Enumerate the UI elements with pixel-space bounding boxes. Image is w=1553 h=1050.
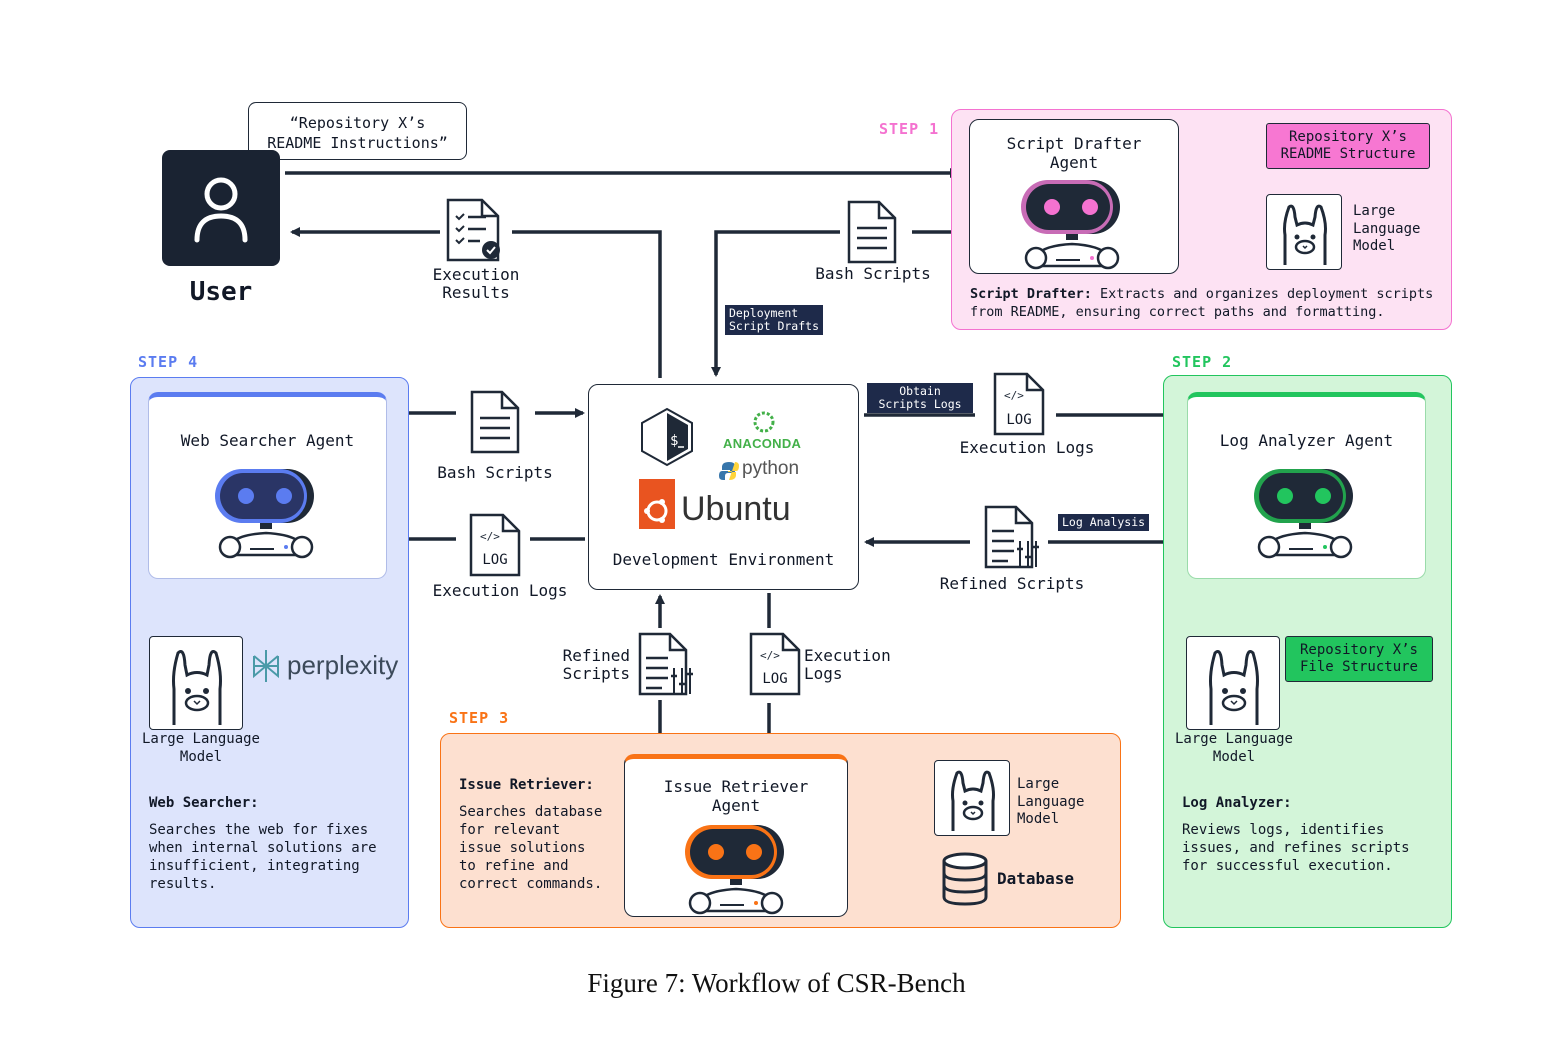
- refined-scripts-label-right: Refined Scripts: [939, 574, 1085, 593]
- llm-label-step1: Large Language Model: [1353, 203, 1421, 254]
- user-avatar[interactable]: [162, 150, 280, 266]
- arrow-drafter-to-env: [711, 230, 840, 377]
- python-label: python: [742, 458, 800, 479]
- log-analyzer-card[interactable]: Log Analyzer Agent: [1187, 392, 1426, 579]
- issue-retriever-card[interactable]: Issue Retriever Agent: [624, 754, 848, 917]
- step4-desc-head: Web Searcher:: [149, 795, 259, 811]
- log-text-bottom: LOG: [762, 671, 788, 687]
- script-drafter-card[interactable]: Script Drafter Agent: [969, 119, 1179, 274]
- deployment-drafts-tag: Deployment Script Drafts: [725, 305, 824, 335]
- database-label: Database: [997, 869, 1075, 888]
- log-text-left: LOG: [482, 552, 508, 568]
- step1-desc-body: Extracts and organizes deployment script…: [970, 286, 1434, 320]
- svg-text:</>: </>: [480, 530, 500, 543]
- obtain-logs-tag: Obtain Scripts Logs: [867, 383, 973, 413]
- step2-desc-head: Log Analyzer:: [1182, 795, 1292, 811]
- refined-doc-icon-bottom: [638, 632, 693, 696]
- perplexity-label: perplexity: [287, 650, 399, 680]
- execution-logs-label-right: Execution Logs: [959, 438, 1095, 457]
- robot-icon-blue: [215, 469, 314, 559]
- user-label: User: [189, 277, 253, 307]
- llama-icon: [1209, 650, 1259, 725]
- bash-doc-icon-left: [470, 390, 520, 454]
- bash-scripts-label-top: Bash Scripts: [815, 264, 931, 283]
- log-analysis-tag: Log Analysis: [1058, 514, 1150, 531]
- user-icon: [194, 177, 248, 243]
- speech-text: “Repository X’s README Instructions”: [267, 114, 448, 152]
- llm-label-step2: Large Language Model: [1174, 731, 1293, 765]
- llama-icon: [951, 770, 995, 831]
- llm-box-step1: [1266, 194, 1342, 270]
- robot-icon-orange: [685, 825, 784, 915]
- llm-box-step4: [149, 636, 243, 730]
- readme-structure-text: Repository X’s README Structure: [1280, 129, 1416, 162]
- ubuntu-icon: [639, 479, 675, 529]
- svg-text:$: $: [670, 433, 678, 449]
- step3-desc-body: Searches database for relevant issue sol…: [459, 804, 603, 892]
- llm-label-step4: Large Language Model: [141, 731, 260, 765]
- log-doc-icon-right: </>: [993, 372, 1045, 436]
- llm-box-step2: [1186, 636, 1280, 730]
- database-icon: [942, 852, 988, 906]
- step1-desc-head: Script Drafter:: [970, 286, 1092, 302]
- log-doc-icon-bottom: </>: [749, 632, 801, 696]
- bash-scripts-label-left: Bash Scripts: [437, 463, 553, 482]
- step3-desc-head: Issue Retriever:: [459, 777, 594, 793]
- ubuntu-label: Ubuntu: [681, 490, 791, 528]
- step2-desc-body: Reviews logs, identifies issues, and ref…: [1182, 822, 1410, 874]
- python-icon: [719, 462, 739, 480]
- robot-icon-pink: [1021, 180, 1120, 270]
- checklist-doc-icon: [446, 198, 500, 262]
- llm-label-step3: Large Language Model: [1017, 776, 1085, 827]
- llama-icon: [172, 650, 222, 725]
- web-searcher-card[interactable]: Web Searcher Agent: [148, 392, 387, 579]
- step4-label: STEP 4: [138, 353, 199, 371]
- perplexity-icon: [253, 650, 279, 682]
- file-structure-tag: Repository X’s File Structure: [1285, 636, 1433, 682]
- anaconda-ring-icon: [753, 411, 775, 433]
- llama-icon: [1283, 204, 1327, 265]
- step4-desc-body: Searches the web for fixes when internal…: [149, 822, 377, 892]
- step1-label: STEP 1: [879, 120, 940, 138]
- readme-structure-tag: Repository X’s README Structure: [1266, 123, 1430, 169]
- bash-doc-icon-top: [847, 200, 897, 264]
- step1-description: Script Drafter: Extracts and organizes d…: [970, 285, 1445, 321]
- refined-scripts-label-bottom: Refined Scripts: [562, 646, 630, 683]
- log-analyzer-title: Log Analyzer Agent: [1219, 431, 1394, 450]
- web-searcher-title: Web Searcher Agent: [180, 431, 355, 450]
- step3-label: STEP 3: [449, 709, 510, 727]
- dev-environment-title: Development Environment: [612, 550, 835, 569]
- svg-text:</>: </>: [760, 649, 780, 662]
- anaconda-label: ANACONDA: [723, 436, 802, 451]
- dev-environment-box[interactable]: $ ANACONDA python Ubuntu Development Env…: [588, 384, 859, 590]
- log-doc-icon-left: </>: [469, 513, 521, 577]
- script-drafter-title: Script Drafter Agent: [1006, 134, 1142, 172]
- execution-results-label: Execution Results: [432, 265, 520, 302]
- step2-label: STEP 2: [1172, 353, 1233, 371]
- figure-caption: Figure 7: Workflow of CSR-Bench: [587, 968, 966, 998]
- refined-doc-icon-right: [984, 505, 1039, 569]
- execution-logs-label-bottom: Execution Logs: [804, 646, 891, 683]
- svg-text:</>: </>: [1004, 389, 1024, 402]
- execution-logs-label-left: Execution Logs: [432, 581, 568, 600]
- robot-icon-green: [1254, 469, 1353, 559]
- file-structure-text: Repository X’s File Structure: [1299, 642, 1418, 675]
- bash-terminal-icon: $: [641, 407, 693, 467]
- speech-bubble: “Repository X’s README Instructions”: [248, 102, 467, 160]
- log-text-right: LOG: [1006, 412, 1032, 428]
- issue-retriever-title: Issue Retriever Agent: [663, 777, 809, 815]
- arrow-env-to-user: [512, 230, 662, 378]
- llm-box-step3: [934, 760, 1010, 836]
